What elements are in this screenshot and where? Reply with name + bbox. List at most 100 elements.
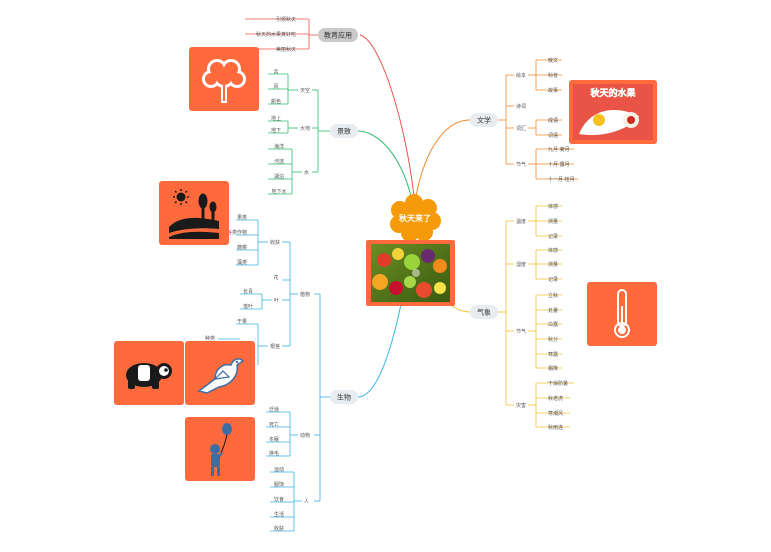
scene-group-sky: 天空: [300, 87, 310, 94]
weather-item: 寒露: [548, 351, 558, 358]
bio-item: 干果: [237, 319, 247, 325]
edu-item: 美丽秋天: [276, 46, 296, 53]
bio-plant-leaf: 叶: [274, 297, 279, 304]
connector-edu: [359, 34, 415, 197]
bio-item: 服饰: [274, 481, 284, 488]
landscape-icon: [169, 189, 219, 239]
lit-item: 十月·露月: [548, 161, 570, 168]
weather-item: 体感: [548, 203, 558, 210]
branch-lit: 文学 绘本 散文 科普 故事 诗词 词汇 成语 词语 节气 九月·菊月 十月·露…: [470, 57, 578, 183]
bio-item: 饮食: [274, 496, 284, 503]
center-node[interactable]: 秋天来了: [390, 194, 441, 242]
bio-item: 长青: [243, 288, 253, 295]
bio-item: 蔬菜: [237, 244, 247, 251]
edu-label: 教育应用: [324, 31, 352, 40]
lit-item: 科普: [548, 72, 558, 79]
weather-item: 测量: [548, 261, 558, 268]
weather-item: 测量: [548, 218, 558, 225]
lit-item: 散文: [548, 57, 558, 64]
bio-item: 迁徙: [269, 406, 279, 413]
lit-item: 十一月·桂月: [548, 176, 575, 183]
weather-item: 立秋: [548, 292, 558, 299]
book-cover: 秋天的水果: [573, 84, 653, 140]
weather-item: 秋雨连: [548, 424, 563, 431]
bio-item: 冬眠: [269, 436, 279, 443]
center-title: 秋天来了: [398, 213, 431, 223]
bird-icon: [197, 358, 245, 394]
lit-node[interactable]: [470, 113, 498, 127]
weather-item: 体感: [548, 247, 558, 254]
lit-item: 词语: [548, 132, 558, 139]
weather-item: 干燥防暑: [548, 380, 568, 387]
connector-scene: [357, 130, 413, 201]
thermometer-card: [587, 282, 657, 346]
weather-item: 秋分: [548, 336, 558, 343]
scene-node[interactable]: [330, 124, 358, 138]
bio-plant-flower: 花: [273, 274, 278, 281]
weather-item: 秋老虎: [548, 395, 563, 402]
lit-item: 故事: [548, 87, 558, 94]
scene-item: 风: [273, 84, 278, 90]
bio-item: 换毛: [269, 450, 279, 457]
branch-weather: 气象 温度 体感 测量 记录 湿度 体感 测量 记录 节气 立秋 处暑 白露 秋…: [470, 203, 574, 431]
bio-plant: 植物: [300, 291, 310, 298]
thermometer-icon: [614, 289, 630, 338]
lit-group: 节气: [516, 161, 526, 168]
lit-group: 词汇: [516, 125, 526, 132]
lit-group: 绘本: [516, 72, 526, 79]
lit-item: 九月·菊月: [548, 146, 570, 153]
child-balloon-icon: [210, 423, 232, 476]
scene-item: 地下水: [271, 188, 286, 195]
edu-item: 引领秋天: [276, 16, 296, 23]
weather-item: 记录: [548, 276, 558, 283]
edu-item: 秋天的水果真好吃: [256, 31, 296, 38]
book-card: 秋天的水果: [569, 80, 657, 144]
lit-item: 成语: [548, 117, 558, 124]
edu-node[interactable]: [318, 28, 358, 42]
tree-card: [189, 47, 259, 111]
weather-item: 白露: [548, 321, 558, 328]
weather-item: 记录: [548, 233, 558, 240]
child-balloon-card: [185, 417, 255, 481]
branch-scene: 景致 天空 云 风 颜色 大地 地上 地下 水 海洋 河流 湖泊 地下水: [268, 69, 358, 195]
scene-item: 颜色: [271, 98, 281, 105]
scene-label: 景致: [337, 127, 351, 136]
bio-item: 落叶: [243, 303, 253, 310]
scene-item: 湖泊: [274, 173, 284, 180]
weather-group: 灾害: [516, 402, 526, 409]
weather-item: 处暑: [548, 307, 558, 314]
lit-label: 文学: [477, 116, 491, 125]
branch-edu: 教育应用 引领秋天 秋天的水果真好吃 美丽秋天: [245, 16, 358, 53]
landscape-card: [159, 181, 229, 245]
bio-plant-stem: 根茎: [270, 343, 280, 350]
bio-item: 果类: [237, 214, 247, 221]
bio-plant-harvest: 收获: [270, 239, 280, 246]
bird-card: [185, 341, 255, 405]
branch-bio: 生物 植物 收获 果类 谷类作物 蔬菜 藻类 花 叶 长青 落叶 根茎 干果 种…: [205, 214, 358, 532]
book-title: 秋天的水果: [589, 87, 636, 99]
scene-group-earth: 大地: [300, 125, 310, 132]
weather-item: 霜降: [548, 365, 558, 372]
connector-lit: [415, 119, 471, 197]
weather-node[interactable]: [470, 305, 498, 319]
panda-card: [114, 341, 184, 405]
panda-icon: [126, 363, 172, 389]
bio-label: 生物: [337, 393, 351, 402]
scene-item: 地上: [271, 115, 281, 122]
weather-group: 节气: [516, 328, 526, 335]
weather-item: 寒潮风: [548, 410, 563, 417]
bio-item: 收获: [274, 525, 284, 532]
weather-group: 湿度: [516, 261, 526, 268]
weather-group: 温度: [516, 218, 526, 225]
scene-group-water: 水: [304, 169, 309, 176]
bio-item: 种类: [205, 335, 215, 342]
bio-human: 人: [304, 499, 309, 505]
bio-item: 谷类作物: [227, 229, 247, 236]
bio-node[interactable]: [330, 390, 358, 404]
bio-item: 生活: [274, 511, 284, 518]
bio-animal: 动物: [300, 432, 310, 439]
lit-group: 诗词: [516, 103, 526, 110]
bio-item: 藻类: [237, 259, 247, 266]
scene-item: 海洋: [274, 143, 284, 150]
